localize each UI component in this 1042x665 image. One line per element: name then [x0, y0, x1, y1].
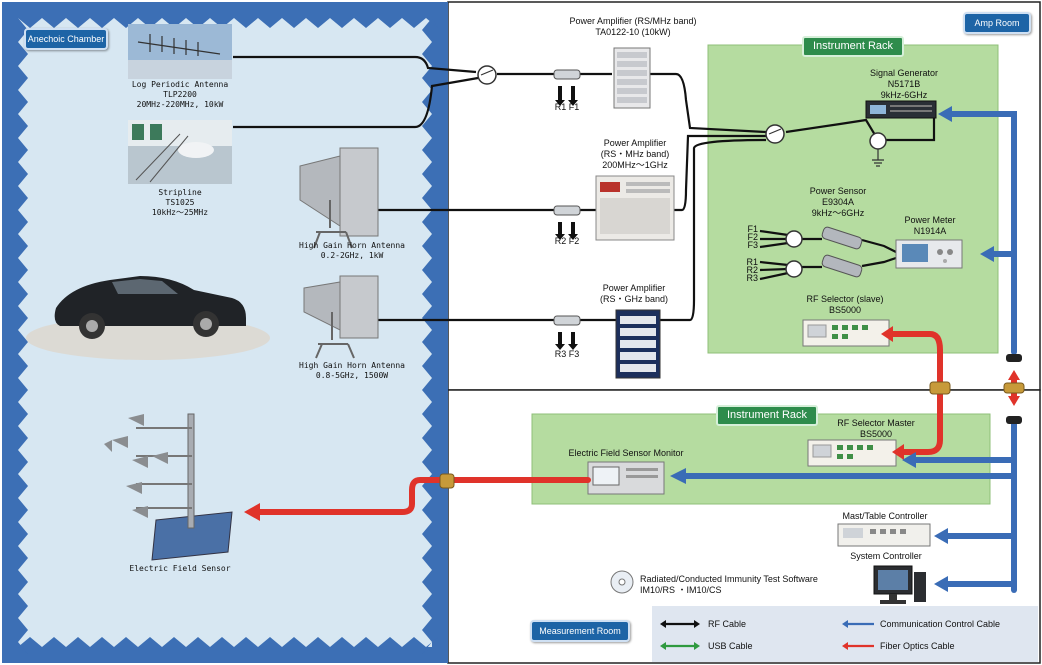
- fiber-arrow-master: [892, 444, 904, 460]
- coupler-arrows: [555, 86, 578, 350]
- communication-cables: [681, 111, 1017, 593]
- horn-antenna-2-label: High Gain Horn Antenna 0.8-5GHz, 1500W: [299, 361, 405, 380]
- legend-panel: [652, 606, 1038, 662]
- fiber-converter: [1003, 354, 1025, 424]
- legend-comm-cable: Communication Control Cable: [880, 619, 1001, 629]
- rf-selector-master-icon: [807, 439, 897, 467]
- power-amplifier-1-label: Power Amplifier (RS/MHz band) TA0122-10 …: [569, 16, 697, 37]
- legend-usb-cable: USB Cable: [708, 641, 753, 651]
- system-controller-label: System Controller: [850, 551, 922, 561]
- rf-switch-amp: [765, 124, 785, 144]
- log-periodic-antenna-label: Log Periodic Antenna TLP2200 20MHz-220MH…: [131, 80, 229, 109]
- legend-fiber-cable: Fiber Optics Cable: [880, 641, 955, 651]
- amp-room-tag: Amp Room: [963, 12, 1031, 34]
- fiber-arrow-slave: [881, 326, 893, 342]
- rf-switch-generator: [869, 132, 887, 167]
- mast-controller-icon: [837, 523, 931, 547]
- rf-switch-forward: [785, 230, 803, 248]
- instrument-rack-lower-tag: Instrument Rack: [716, 405, 818, 426]
- electric-field-sensor-label: Electric Field Sensor: [129, 564, 231, 573]
- instrument-rack-upper-tag: Instrument Rack: [802, 36, 904, 57]
- stripline-label: Stripline TS1025 10kHz～25MHz: [151, 188, 209, 217]
- signal-generator-label: Signal Generator N5171B 9kHz-6GHz: [869, 68, 939, 100]
- fiber-optic-cables: [255, 331, 943, 515]
- rf-switch-reflected: [785, 260, 803, 278]
- communication-arrows: [670, 106, 994, 592]
- coupler-3-label: R3 F3: [554, 349, 580, 359]
- coupler-2-label: R2 F2: [554, 236, 580, 246]
- power-meter-icon: [895, 239, 963, 269]
- coupler-1-label: R1 F1: [554, 102, 580, 112]
- stripline-photo: [128, 120, 232, 184]
- signal-generator-icon: [865, 100, 937, 119]
- anechoic-chamber-tag: Anechoic Chamber: [24, 28, 108, 50]
- rf-switch-chamber: [477, 65, 497, 85]
- power-sensor-2-icon: [821, 254, 863, 278]
- electric-field-sensor-icon: [104, 413, 233, 561]
- power-sensor-1-icon: [821, 226, 863, 250]
- rf-cables: [233, 55, 936, 322]
- system-controller-icon: [873, 565, 926, 604]
- efs-monitor-icon: [587, 461, 665, 495]
- coupler-2: [553, 205, 581, 216]
- instrument-rack-upper: [707, 44, 999, 354]
- legend-rf-cable: RF Cable: [708, 619, 747, 629]
- software-label: Radiated/Conducted Immunity Test Softwar…: [640, 574, 818, 595]
- power-amplifier-2-icon: [595, 175, 675, 241]
- forward-port-labels: F1 F2 F3: [747, 224, 758, 250]
- coupler-3: [553, 315, 581, 326]
- power-amplifier-3-icon: [615, 309, 661, 379]
- coupler-1: [553, 69, 581, 80]
- horn-antenna-1-icon: [299, 147, 379, 249]
- measurement-room-tag: Measurement Room: [530, 620, 630, 642]
- fiber-arrow-sensor: [244, 503, 260, 521]
- horn-antenna-1-label: High Gain Horn Antenna 0.2-2GHz, 1kW: [299, 241, 405, 260]
- software-disc-icon: [610, 570, 634, 594]
- power-amplifier-3-label: Power Amplifier (RS・GHz band): [599, 283, 669, 304]
- rf-selector-slave-label: RF Selector (slave) BS5000: [806, 294, 884, 315]
- efs-monitor-label: Electric Field Sensor Monitor: [568, 448, 684, 458]
- power-amplifier-1-icon: [613, 47, 651, 109]
- fiber-feedthroughs: [439, 381, 951, 489]
- rf-selector-slave-icon: [802, 319, 890, 347]
- power-amplifier-2-label: Power Amplifier (RS・MHz band) 200MHz～1GH…: [600, 138, 670, 170]
- rf-selector-master-label: RF Selector Master BS5000: [837, 418, 915, 439]
- mast-controller-label: Mast/Table Controller: [842, 511, 928, 521]
- log-periodic-antenna-photo: [128, 24, 232, 79]
- test-vehicle-icon: [26, 276, 270, 360]
- power-meter-label: Power Meter N1914A: [904, 215, 956, 236]
- power-sensor-label: Power Sensor E9304A 9kHz～6GHz: [809, 186, 867, 218]
- reflected-port-labels: R1 R2 R3: [746, 257, 758, 283]
- horn-antenna-2-icon: [303, 275, 379, 359]
